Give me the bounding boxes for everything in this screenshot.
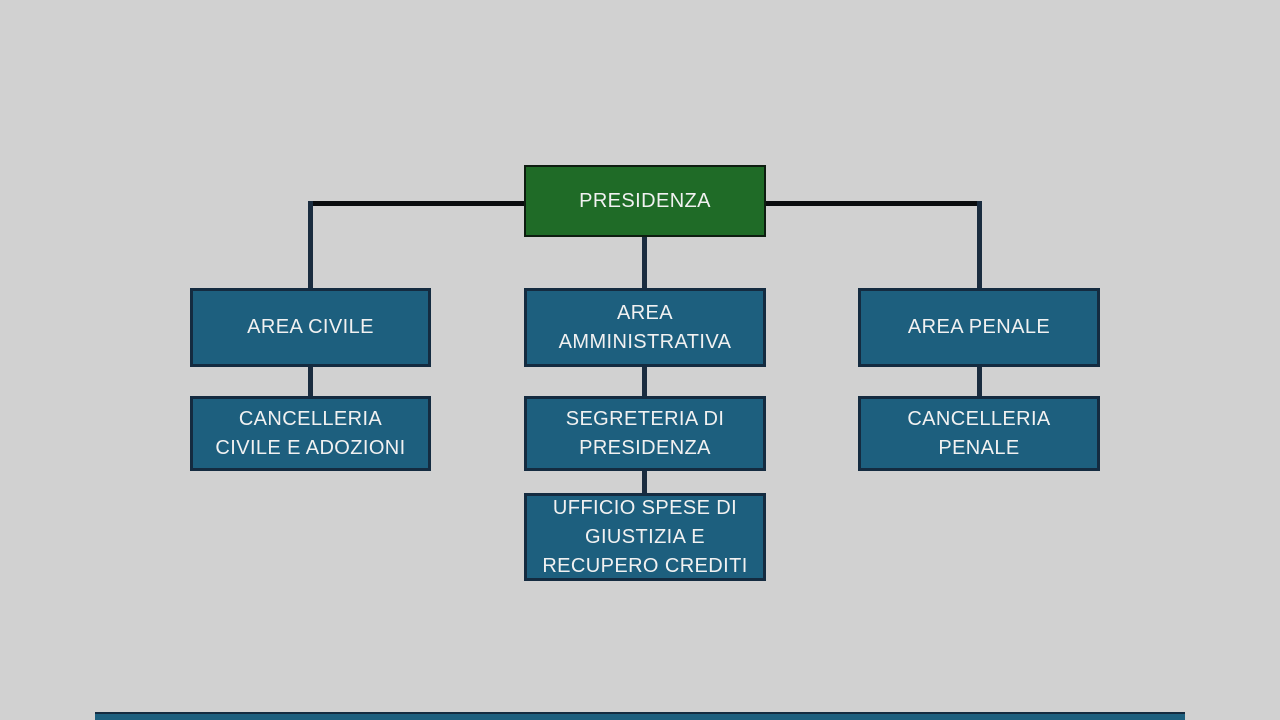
node-presidenza-label: PRESIDENZA — [579, 189, 711, 212]
node-cancelleria-penale-label-line1: CANCELLERIA — [907, 407, 1051, 430]
connector-vertical-right-mid — [977, 365, 982, 398]
node-area-penale: AREA PENALE — [858, 288, 1100, 367]
node-cancelleria-civile: CANCELLERIA CIVILE E ADOZIONI — [190, 396, 431, 471]
node-area-amministrativa-label-line1: AREA — [616, 301, 674, 324]
connector-vertical-right-top — [977, 201, 982, 289]
node-ufficio-spese-label-line3: RECUPERO CREDITI — [542, 554, 748, 577]
node-ufficio-spese-label-line2: GIUSTIZIA E — [585, 525, 705, 548]
connector-vertical-center-bottom — [642, 469, 647, 495]
node-segreteria-presidenza: SEGRETERIA DI PRESIDENZA — [524, 396, 766, 471]
node-area-amministrativa-label-line2: AMMINISTRATIVA — [558, 330, 732, 353]
connector-horizontal-right — [764, 201, 982, 206]
connector-vertical-center-mid — [642, 365, 647, 398]
node-area-penale-label: AREA PENALE — [907, 316, 1051, 338]
node-area-civile: AREA CIVILE — [190, 288, 431, 367]
connector-horizontal-left — [308, 201, 526, 206]
node-area-amministrativa: AREA AMMINISTRATIVA — [524, 288, 766, 367]
node-segreteria-presidenza-label-line1: SEGRETERIA DI — [565, 407, 725, 430]
connector-vertical-left-mid — [308, 365, 313, 398]
node-area-civile-label: AREA CIVILE — [247, 316, 374, 338]
cutoff-box-strip — [95, 712, 1185, 720]
node-cancelleria-penale: CANCELLERIA PENALE — [858, 396, 1100, 471]
node-cancelleria-civile-label-line1: CANCELLERIA — [238, 407, 383, 430]
connector-vertical-center-top — [642, 235, 647, 290]
connector-vertical-left-top — [308, 201, 313, 289]
node-ufficio-spese: UFFICIO SPESE DI GIUSTIZIA E RECUPERO CR… — [524, 493, 766, 581]
node-cancelleria-penale-label-line2: PENALE — [938, 436, 1020, 459]
node-presidenza: PRESIDENZA — [524, 165, 766, 237]
node-segreteria-presidenza-label-line2: PRESIDENZA — [579, 436, 711, 459]
node-cancelleria-civile-label-line2: CIVILE E ADOZIONI — [215, 436, 406, 459]
node-ufficio-spese-label-line1: UFFICIO SPESE DI — [552, 496, 738, 519]
